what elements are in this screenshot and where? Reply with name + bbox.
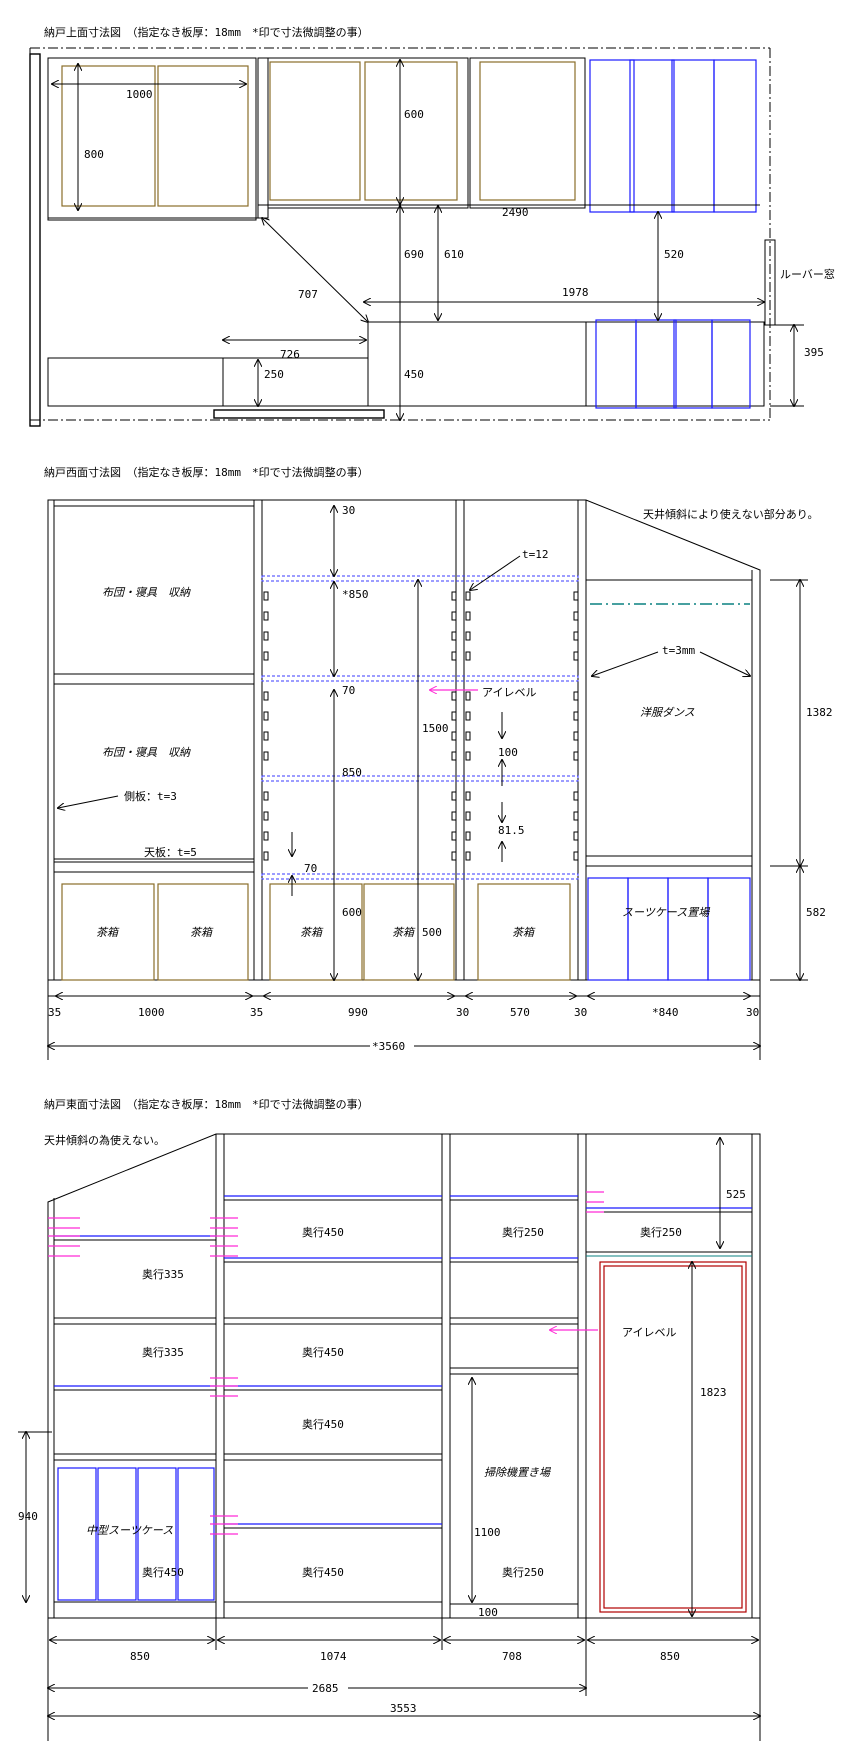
w-bottom-dim-8: *840 [652, 1006, 679, 1019]
dim-w-100: 100 [498, 746, 518, 759]
dim-450: 450 [404, 368, 424, 381]
w-bottom-dim-6: 570 [510, 1006, 530, 1019]
dim-1000: 1000 [126, 88, 153, 101]
depth-450-c: 奥行450 [302, 1417, 344, 1431]
chabako-1: 茶箱 [96, 926, 120, 939]
dim-w-70b: 70 [304, 862, 317, 875]
depth-335-a: 奥行335 [142, 1267, 184, 1281]
east-view-title: 納戸東面寸法図 （指定なき板厚：18mm *印で寸法微調整の事） [44, 1097, 369, 1111]
top-view: 納戸上面寸法図 （指定なき板厚：18mm *印で寸法微調整の事） ルーバー窓 [29, 25, 835, 427]
dim-w-500: 500 [422, 926, 442, 939]
e-bottom-dim-4: 850 [660, 1650, 680, 1663]
west-view: 納戸西面寸法図 （指定なき板厚：18mm *印で寸法微調整の事） 天井傾斜により… [44, 465, 833, 1060]
w-bottom-dim-7: 30 [574, 1006, 587, 1019]
mid-suitcase-label: 中型スーツケース [86, 1524, 173, 1537]
w-bottom-dim-3: 35 [250, 1006, 263, 1019]
suitcase-label: スーツケース置場 [622, 906, 711, 919]
dim-e-1100: 1100 [474, 1526, 501, 1539]
w-bottom-dim-1: 35 [48, 1006, 61, 1019]
depth-250-a: 奥行250 [502, 1225, 544, 1239]
dim-600: 600 [404, 108, 424, 121]
west-view-title: 納戸西面寸法図 （指定なき板厚：18mm *印で寸法微調整の事） [44, 465, 369, 479]
dim-w-30: 30 [342, 504, 355, 517]
w-bottom-dim-4: 990 [348, 1006, 368, 1019]
west-note: 天井傾斜により使えない部分あり。 [643, 507, 819, 521]
t12-label: t=12 [522, 548, 549, 561]
louver-label: ルーバー窓 [780, 267, 835, 281]
e-total-2: 3553 [390, 1702, 417, 1715]
vacuum-label: 掃除機置き場 [484, 1466, 552, 1479]
futon-label-1: 布団・寝具 収納 [102, 586, 191, 599]
depth-450-a: 奥行450 [302, 1225, 344, 1239]
east-eye-level: アイレベル [622, 1326, 676, 1339]
chabako-3: 茶箱 [300, 926, 324, 939]
e-bottom-dim-1: 850 [130, 1650, 150, 1663]
dim-520: 520 [664, 248, 684, 261]
chabako-5: 茶箱 [512, 926, 536, 939]
dim-395: 395 [804, 346, 824, 359]
west-wall [29, 53, 41, 427]
depth-450-b: 奥行450 [302, 1345, 344, 1359]
w-total: *3560 [372, 1040, 405, 1053]
dim-w-81: 81.5 [498, 824, 525, 837]
w-bottom-dim-5: 30 [456, 1006, 469, 1019]
east-note: 天井傾斜の為使えない。 [44, 1133, 165, 1147]
e-total-1: 2685 [312, 1682, 339, 1695]
dim-707: 707 [298, 288, 318, 301]
chabako-4: 茶箱 [392, 926, 416, 939]
dim-e-940: 940 [18, 1510, 38, 1523]
e-bottom-dim-2: 1074 [320, 1650, 347, 1663]
depth-335-b: 奥行335 [142, 1345, 184, 1359]
dim-800: 800 [84, 148, 104, 161]
depth-450-e: 奥行450 [142, 1565, 184, 1579]
dim-w-600: 600 [342, 906, 362, 919]
dim-2490: 2490 [502, 206, 529, 219]
dim-w-582: 582 [806, 906, 826, 919]
t3mm-label: t=3mm [662, 644, 695, 657]
depth-250-b: 奥行250 [502, 1565, 544, 1579]
wardrobe-label: 洋服ダンス [640, 706, 695, 719]
w-bottom-dim-9: 30 [746, 1006, 759, 1019]
futon-label-2: 布団・寝具 収納 [102, 746, 191, 759]
top-board-label: 天板：t=5 [144, 845, 197, 859]
dim-e-100: 100 [478, 1606, 498, 1619]
e-bottom-dim-3: 708 [502, 1650, 522, 1663]
dim-250: 250 [264, 368, 284, 381]
dim-w-1500: 1500 [422, 722, 449, 735]
side-board-label: 側板：t=3 [124, 789, 177, 803]
dim-w-850a: *850 [342, 588, 369, 601]
dim-690: 690 [404, 248, 424, 261]
chabako-2: 茶箱 [190, 926, 214, 939]
w-bottom-dim-2: 1000 [138, 1006, 165, 1019]
dim-w-850b: 850 [342, 766, 362, 779]
dim-e-1823: 1823 [700, 1386, 727, 1399]
dim-w-1382: 1382 [806, 706, 833, 719]
top-view-title: 納戸上面寸法図 （指定なき板厚：18mm *印で寸法微調整の事） [44, 25, 369, 39]
dim-1978: 1978 [562, 286, 589, 299]
west-eye-level: アイレベル [482, 686, 536, 699]
dim-610: 610 [444, 248, 464, 261]
dim-w-70a: 70 [342, 684, 355, 697]
depth-450-d: 奥行450 [302, 1565, 344, 1579]
dim-726: 726 [280, 348, 300, 361]
east-view: 納戸東面寸法図 （指定なき板厚：18mm *印で寸法微調整の事） 天井傾斜の為使… [18, 1097, 760, 1741]
depth-250-c: 奥行250 [640, 1225, 682, 1239]
dim-e-525: 525 [726, 1188, 746, 1201]
